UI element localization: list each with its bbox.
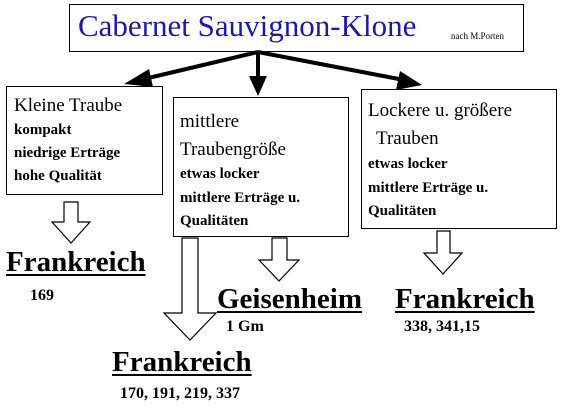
hollow-arrow-left <box>50 201 92 244</box>
result-clone-codes-left: 169 <box>30 287 54 304</box>
result-origin-geisenheim: Geisenheim <box>217 283 362 315</box>
diagram-title: Cabernet Sauvignon-Klone <box>78 8 417 43</box>
clone-box-small-grape: Kleine Traube kompakt niedrige Erträge h… <box>6 86 163 195</box>
arrow-head-title-to-box-middle <box>249 76 267 96</box>
result-clone-codes-geisenheim: 1 Gm <box>226 318 264 335</box>
box-line: Qualitäten <box>180 213 249 229</box>
box-line: Lockere u. größere <box>368 100 513 121</box>
result-origin-right: Frankreich <box>395 283 535 315</box>
box-line: niedrige Erträge <box>14 145 121 161</box>
arrow-title-to-box-right <box>257 50 405 82</box>
hollow-arrow-right <box>422 230 464 275</box>
box-line: etwas locker <box>368 156 448 172</box>
result-origin-bottom: Frankreich <box>112 346 252 378</box>
box-line: Traubengröße <box>180 139 286 160</box>
box-line: mittlere Erträge u. <box>180 190 301 206</box>
box-line: hohe Qualität <box>14 168 102 184</box>
hollow-arrow-middle-short <box>257 237 301 282</box>
title-box: Cabernet Sauvignon-Klone nach M.Porten <box>69 4 524 52</box>
arrow-head-title-to-box-left <box>124 69 153 87</box>
result-clone-codes-bottom: 170, 191, 219, 337 <box>120 385 240 402</box>
clone-box-loose-large-grape: Lockere u. größere Trauben etwas locker … <box>361 89 557 229</box>
clone-box-medium-grape: mittlere Traubengröße etwas locker mittl… <box>173 97 349 237</box>
arrow-head-title-to-box-right <box>396 71 422 90</box>
hollow-arrow-middle-long <box>162 237 218 341</box>
title-source-note: nach M.Porten <box>451 31 504 41</box>
box-line: mittlere Erträge u. <box>368 180 489 196</box>
arrow-title-to-box-left <box>139 50 259 82</box>
box-line: mittlere <box>180 111 240 132</box>
box-line: etwas locker <box>180 166 260 182</box>
box-line: kompakt <box>14 122 72 138</box>
result-clone-codes-right: 338, 341,15 <box>404 318 480 335</box>
result-origin-left: Frankreich <box>6 246 146 278</box>
box-line: Kleine Traube <box>14 95 123 116</box>
box-line: Trauben <box>376 128 439 149</box>
box-line: Qualitäten <box>368 203 437 219</box>
